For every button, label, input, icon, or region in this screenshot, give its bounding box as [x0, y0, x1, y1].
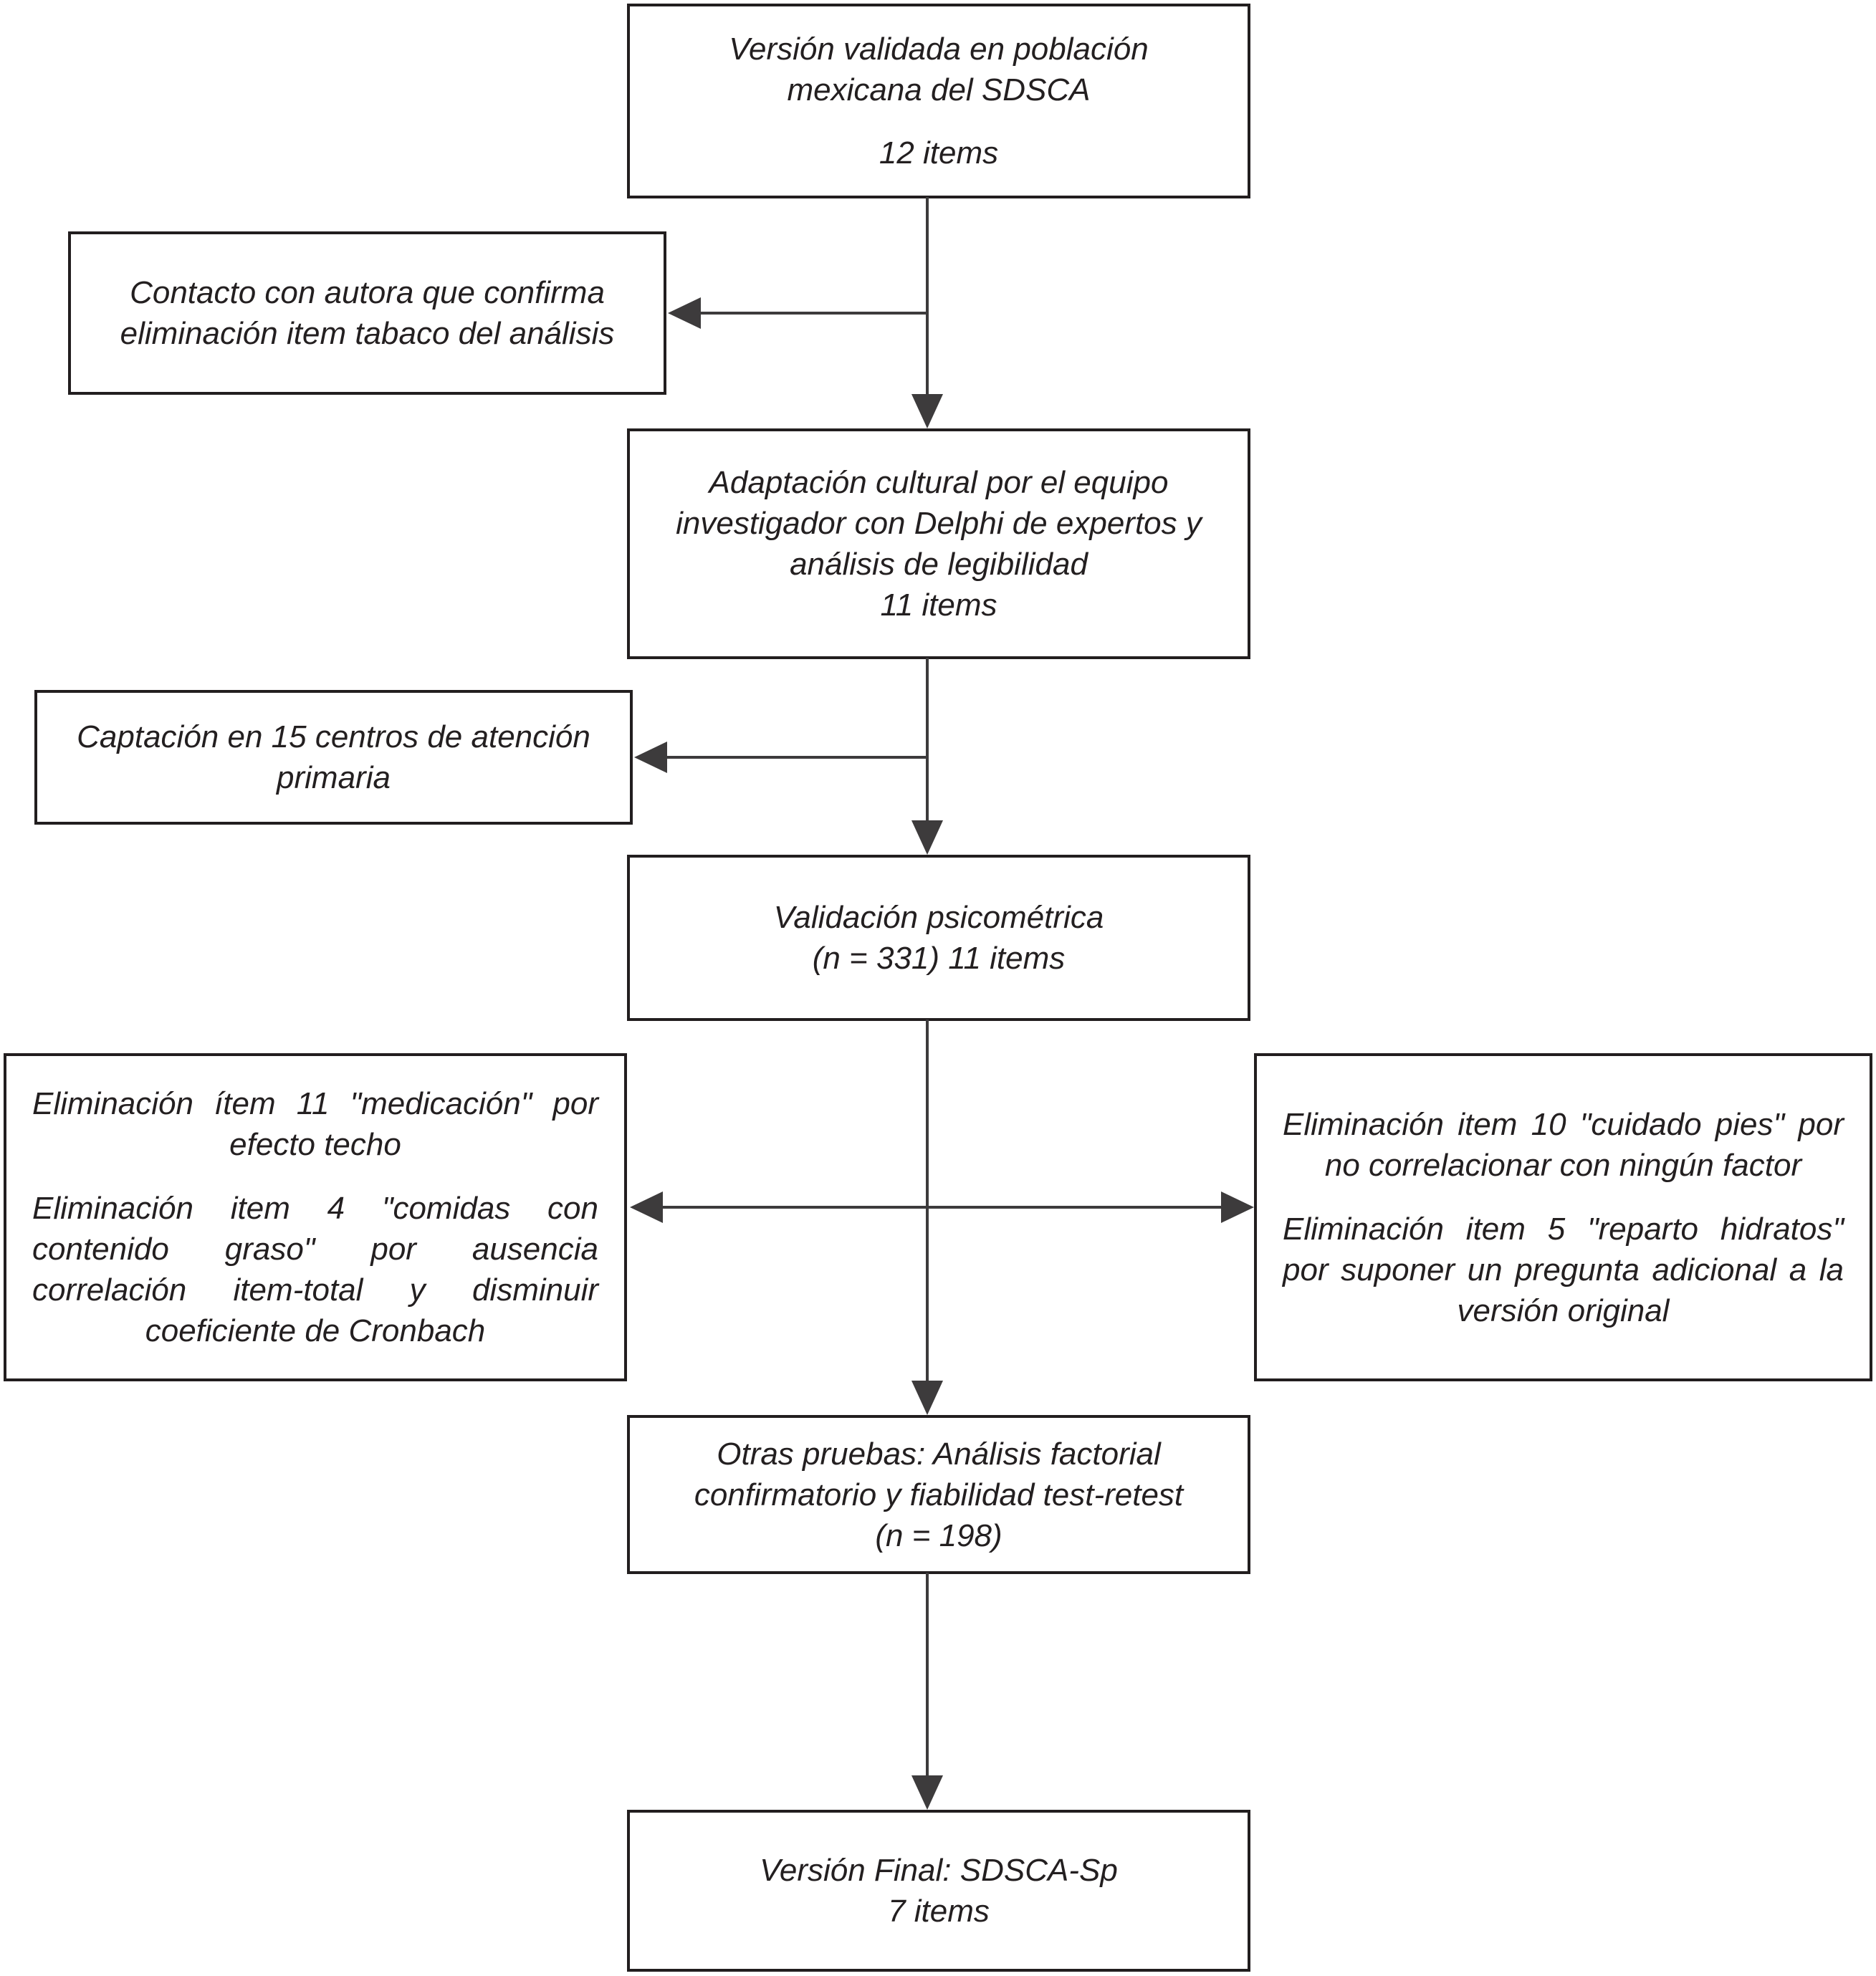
text-line: Versión validada en población: [729, 32, 1149, 67]
arrowhead-right-eliminacion-icon: [1221, 1191, 1254, 1223]
box-otras-pruebas: Otras pruebas: Análisis factorial confirm…: [627, 1415, 1250, 1574]
box-captacion: Captación en 15 centros de atención prima…: [34, 690, 633, 825]
arrowhead-left-contacto-icon: [668, 297, 701, 329]
text-line: 11 items: [880, 587, 997, 623]
text-line: análisis de legibilidad: [790, 547, 1088, 582]
text-line: eliminación item tabaco del análisis: [120, 316, 615, 351]
text-line: Contacto con autora que confirma: [130, 275, 605, 310]
box-contacto-autora: Contacto con autora que confirma eliminac…: [68, 231, 666, 395]
text-line: Versión Final: SDSCA-Sp: [760, 1853, 1118, 1888]
connector-line-branch-captacion: [666, 756, 929, 759]
box-captacion-text: Captación en 15 centros de atención prima…: [37, 716, 630, 798]
text-line: (n = 331) 11 items: [812, 941, 1066, 976]
arrowhead-left-eliminacion-icon: [630, 1191, 663, 1223]
connector-line-top-to-adaptacion: [926, 197, 929, 399]
box-eliminacion-derecha-text: Eliminación item 10 "cuidado pies" por n…: [1257, 1104, 1870, 1331]
line-spacer: [630, 110, 1248, 133]
text-line: mexicana del SDSCA: [787, 72, 1091, 107]
arrowhead-down-otras-icon: [911, 1381, 943, 1415]
box-version-validada: Versión validada en población mexicana de…: [627, 4, 1250, 198]
connector-line-otras-to-final: [926, 1573, 929, 1778]
paragraph: Eliminación ítem 11 "medicación" por efe…: [32, 1086, 598, 1162]
box-validacion-psicometrica: Validación psicométrica (n = 331) 11 item…: [627, 855, 1250, 1021]
paragraph: Eliminación item 10 "cuidado pies" por n…: [1283, 1106, 1844, 1183]
text-line: investigador con Delphi de expertos y: [676, 506, 1202, 541]
box-version-final: Versión Final: SDSCA-Sp 7 items: [627, 1810, 1250, 1972]
box-eliminacion-derecha: Eliminación item 10 "cuidado pies" por n…: [1254, 1053, 1872, 1381]
arrowhead-down-final-icon: [911, 1775, 943, 1810]
box-eliminacion-izquierda-text: Eliminación ítem 11 "medicación" por efe…: [6, 1083, 624, 1351]
text-line: confirmatorio y fiabilidad test-retest: [694, 1477, 1184, 1512]
connector-line-eliminaciones: [661, 1206, 1222, 1209]
box-version-validada-text: Versión validada en población mexicana de…: [630, 29, 1248, 173]
box-validacion-psicometrica-text: Validación psicométrica (n = 331) 11 item…: [630, 897, 1248, 979]
connector-line-validacion-to-otras: [926, 1020, 929, 1385]
connector-line-adaptacion-to-validacion: [926, 658, 929, 826]
arrowhead-down-adaptacion-icon: [911, 394, 943, 428]
box-version-final-text: Versión Final: SDSCA-Sp 7 items: [630, 1850, 1248, 1932]
connector-line-branch-contacto: [699, 312, 929, 315]
box-contacto-autora-text: Contacto con autora que confirma eliminac…: [71, 272, 664, 354]
text-line: (n = 198): [875, 1517, 1002, 1553]
box-adaptacion-cultural: Adaptación cultural por el equipo investi…: [627, 428, 1250, 659]
box-otras-pruebas-text: Otras pruebas: Análisis factorial confirm…: [630, 1434, 1248, 1556]
arrowhead-left-captacion-icon: [634, 742, 667, 773]
text-line: Validación psicométrica: [773, 900, 1104, 935]
text-line: Otras pruebas: Análisis factorial: [717, 1436, 1161, 1472]
text-line: Adaptación cultural por el equipo: [709, 465, 1169, 500]
arrowhead-down-validacion-icon: [911, 820, 943, 855]
paragraph: Eliminación item 4 "comidas con contenid…: [32, 1191, 598, 1348]
text-line: 7 items: [888, 1894, 990, 1929]
text-line: Captación en 15 centros de atención: [77, 719, 590, 754]
box-adaptacion-cultural-text: Adaptación cultural por el equipo investi…: [630, 462, 1248, 625]
text-line: 12 items: [879, 135, 999, 171]
paragraph: Eliminación item 5 "reparto hidratos" po…: [1283, 1211, 1844, 1328]
box-eliminacion-izquierda: Eliminación ítem 11 "medicación" por efe…: [4, 1053, 627, 1381]
text-line: primaria: [277, 760, 391, 795]
